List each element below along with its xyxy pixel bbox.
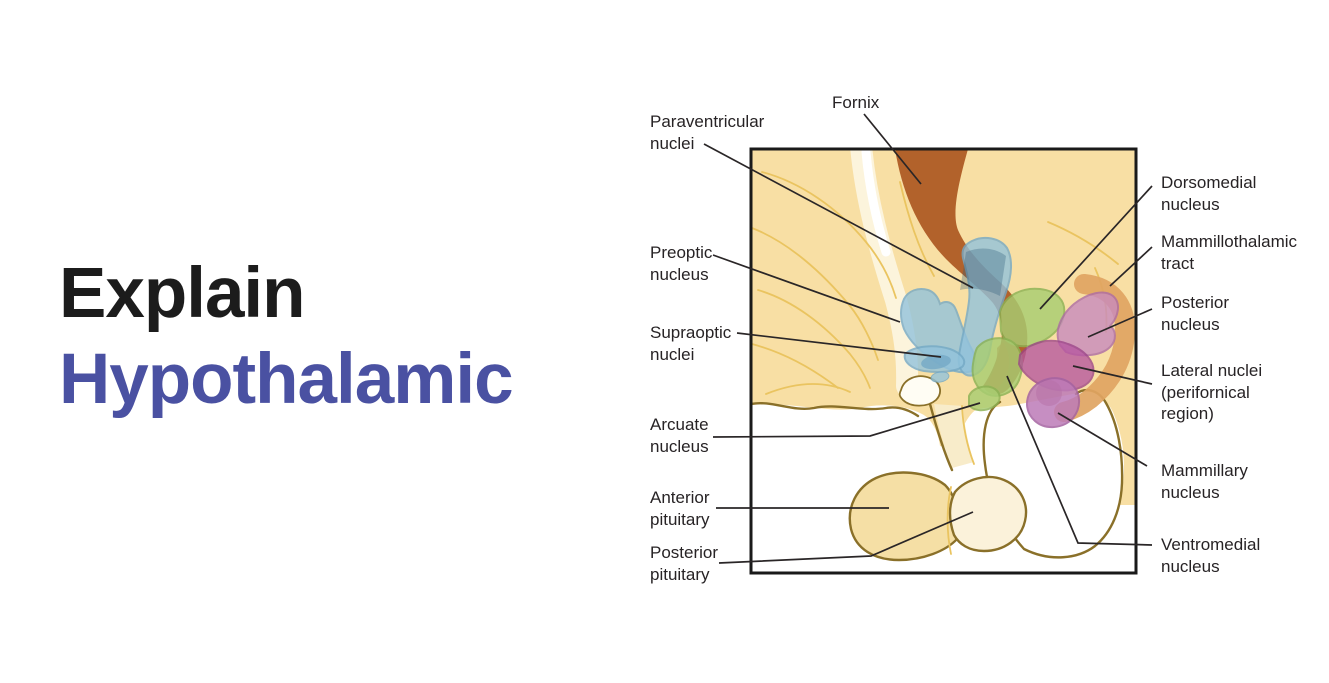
leader-arcuate (712, 402, 981, 438)
label-line: region) (1161, 404, 1214, 423)
label-mammillary: Mammillary nucleus (1161, 460, 1248, 503)
label-ventromedial: Ventromedial nucleus (1161, 534, 1260, 577)
diagram-frame (749, 147, 1138, 575)
label-line: Mammillary (1161, 461, 1248, 480)
label-supraoptic: Supraoptic nuclei (650, 322, 731, 365)
label-line: Supraoptic (650, 323, 732, 342)
label-line: Paraventricular (650, 112, 765, 131)
label-line: nucleus (1161, 314, 1220, 334)
diagram-anatomy (751, 149, 1136, 562)
label-line: Preoptic (650, 243, 713, 262)
leader-mammillothalamic (1109, 246, 1153, 287)
leader-posterior-nucleus (1087, 308, 1153, 338)
label-posterior-pituitary: Posterior pituitary (650, 542, 718, 585)
tract-line (757, 289, 871, 389)
fornix-shape (895, 149, 1028, 395)
label-line: nucleus (650, 264, 709, 284)
leader-preoptic (712, 254, 901, 323)
stalk-left-outline (928, 402, 954, 472)
blue-nuclei-group (900, 236, 1012, 383)
lateral-nuclei-shape (1017, 339, 1095, 392)
label-line: Posterior (650, 543, 719, 562)
label-line: nuclei (650, 344, 695, 364)
label-line: tract (1161, 253, 1195, 273)
label-line: pituitary (650, 564, 710, 584)
hypothalamus-lower-outline (751, 402, 920, 418)
label-line: nucleus (1161, 556, 1220, 576)
label-line: Anterior (650, 488, 710, 507)
tract-line (761, 171, 897, 299)
label-anterior-pituitary: Anterior pituitary (650, 487, 710, 530)
anterior-pituitary-shape (848, 471, 960, 562)
label-line: Lateral nuclei (1161, 361, 1263, 380)
mammillary-nucleus-shape (1026, 377, 1080, 428)
leader-paraventricular (703, 143, 974, 289)
label-paraventricular: Paraventricular nuclei (650, 111, 764, 154)
headline-line1: Explain (59, 254, 306, 333)
headline: Explain Hypothalamic (59, 251, 514, 423)
tract-line (899, 181, 935, 277)
label-line: (perifornical (1161, 382, 1250, 402)
label-line: Posterior (1161, 293, 1230, 312)
label-line: Ventromedial (1161, 535, 1261, 554)
headline-line2: Hypothalamic (59, 340, 514, 419)
pituitary-lobe-divider (946, 486, 952, 555)
label-line: nuclei (650, 133, 695, 153)
label-lateral-nuclei: Lateral nuclei (perifornical region) (1161, 360, 1262, 425)
label-line: Mammillothalamic (1161, 232, 1298, 251)
leader-dorsomedial (1039, 185, 1153, 310)
leader-fornix (863, 113, 922, 185)
leader-posterior-pituitary (718, 511, 974, 564)
stalk-right-outline (961, 405, 975, 465)
leader-mammillary (1057, 412, 1148, 467)
label-line: Arcuate (650, 415, 709, 434)
label-line: Fornix (832, 93, 880, 112)
label-line: pituitary (650, 509, 710, 529)
fornix-paraventricular-overlap (960, 248, 1006, 296)
label-line: nucleus (650, 436, 709, 456)
label-line: nucleus (1161, 482, 1220, 502)
posterior-nucleus-shape (1056, 291, 1119, 357)
leader-supraoptic (736, 332, 942, 358)
tract-line (751, 343, 839, 389)
label-line: Dorsomedial (1161, 173, 1257, 192)
tract-line (751, 227, 879, 361)
tract-line (1047, 221, 1119, 265)
label-posterior-nucleus: Posterior nucleus (1161, 292, 1229, 335)
midbrain-outline (982, 388, 1124, 559)
leader-ventromedial (1006, 375, 1153, 546)
label-fornix: Fornix (832, 92, 879, 114)
label-arcuate: Arcuate nucleus (650, 414, 709, 457)
white-matter-core (861, 149, 891, 257)
label-mammillothalamic: Mammillothalamic tract (1161, 231, 1297, 274)
label-line: nucleus (1161, 194, 1220, 214)
label-dorsomedial: Dorsomedial nucleus (1161, 172, 1256, 215)
brain-outline-strokes (751, 388, 1124, 559)
label-preoptic: Preoptic nucleus (650, 242, 712, 285)
posterior-pituitary-shape (948, 475, 1028, 553)
supraoptic-small-lobe (930, 371, 950, 383)
supraoptic-nucleus-dark (921, 354, 951, 370)
leader-lines (703, 113, 1153, 564)
optic-chiasm (898, 375, 941, 407)
leader-lateral (1072, 365, 1153, 385)
tract-line (765, 383, 851, 395)
